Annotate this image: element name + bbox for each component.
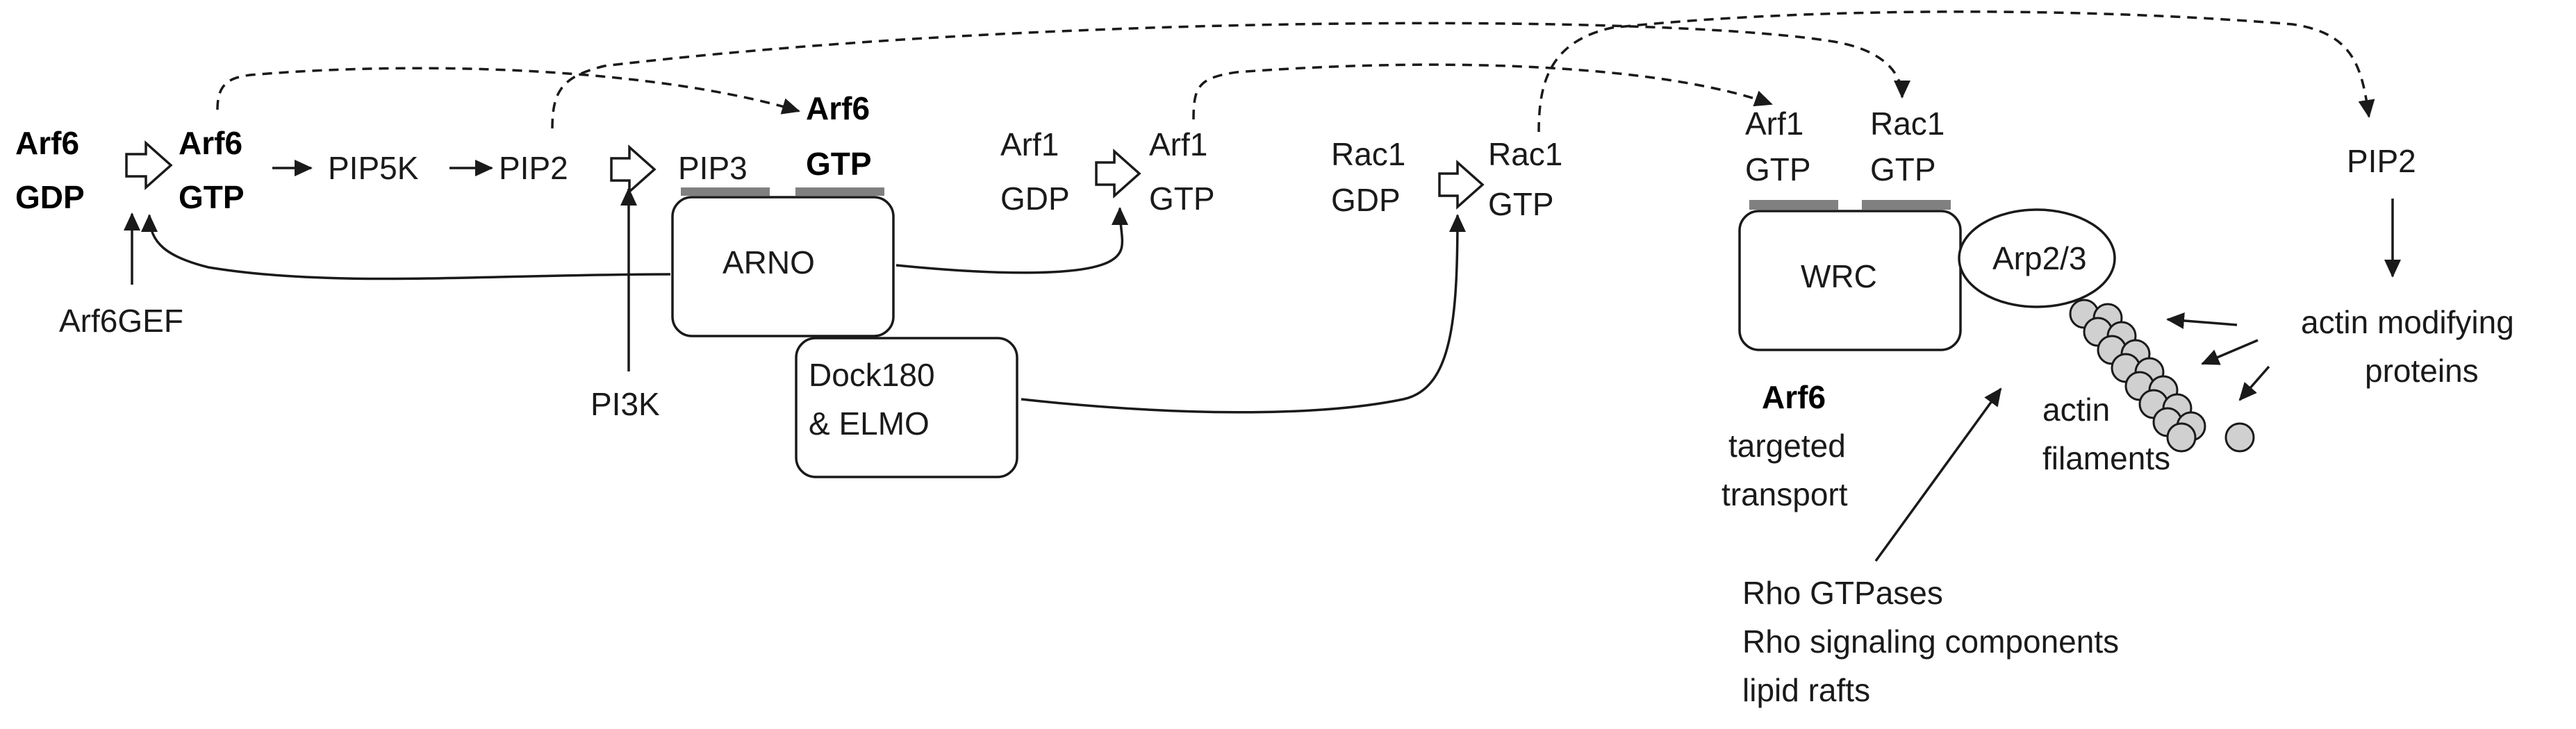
rho-line3: lipid rafts bbox=[1742, 672, 1870, 708]
arf1-gtp-name: Arf1 bbox=[1149, 126, 1207, 162]
dashed-arrow-arf1-to-arf1gtp-wrc bbox=[1192, 63, 1773, 120]
arf6gef-label: Arf6GEF bbox=[59, 303, 183, 339]
arf1-gtp-wrc-name: Arf1 bbox=[1745, 106, 1803, 142]
actin-filaments-line1: actin bbox=[2042, 392, 2110, 428]
arf6-gtp-name: Arf6 bbox=[179, 125, 242, 161]
arno-label: ARNO bbox=[723, 244, 815, 280]
arf6-gtp2-state: GTP bbox=[806, 146, 872, 182]
arrow-actin-mod-2 bbox=[2201, 339, 2259, 365]
arp23-ellipse bbox=[1958, 208, 2116, 308]
dock180-line1: Dock180 bbox=[809, 357, 935, 393]
rac1-gtp-wrc-state: GTP bbox=[1870, 151, 1936, 187]
membrane-bar-rac1 bbox=[1862, 200, 1951, 210]
arf1-gtp-wrc-state: GTP bbox=[1745, 151, 1811, 187]
dock180-line2: & ELMO bbox=[809, 405, 930, 442]
rac1-gtp-name: Rac1 bbox=[1488, 136, 1562, 172]
dashed-arrow-pip2-to-rac1gtp-wrc bbox=[551, 22, 1910, 129]
pip2-right-label: PIP2 bbox=[2347, 143, 2416, 179]
arrow-rho-to-actin bbox=[1874, 387, 2002, 562]
actin-bead bbox=[2166, 422, 2197, 453]
membrane-bar-pip3 bbox=[681, 187, 770, 196]
rho-line2: Rho signaling components bbox=[1742, 623, 2119, 660]
arf6-gdp-name: Arf6 bbox=[15, 125, 79, 161]
pip3-label: PIP3 bbox=[678, 150, 748, 186]
arf6-transport-name: Arf6 bbox=[1762, 379, 1826, 415]
arf1-gdp-name: Arf1 bbox=[1000, 126, 1059, 162]
pip2-left-label: PIP2 bbox=[499, 150, 568, 186]
arrow-actin-mod-3 bbox=[2238, 365, 2270, 401]
arf1-gdp-state: GDP bbox=[1000, 181, 1070, 217]
rac1-gtp-wrc-name: Rac1 bbox=[1870, 106, 1945, 142]
wrc-box bbox=[1738, 210, 1962, 351]
arf1-gtp-state: GTP bbox=[1149, 181, 1215, 217]
arf6-gtp-state: GTP bbox=[179, 179, 245, 215]
rac1-gtp-state: GTP bbox=[1488, 186, 1554, 222]
arf6-transport-line1: targeted bbox=[1728, 428, 1846, 464]
arrow-actin-mod-1 bbox=[2166, 312, 2238, 329]
conversion-arrow-arf6 bbox=[125, 140, 173, 190]
arno-box bbox=[671, 196, 895, 337]
pip5k-label: PIP5K bbox=[328, 150, 419, 186]
rho-line1: Rho GTPases bbox=[1742, 575, 1943, 611]
arf6-gtp2-name: Arf6 bbox=[806, 90, 870, 126]
wrc-label: WRC bbox=[1801, 258, 1877, 294]
dashed-arrow-arf6-to-arf6gtp bbox=[216, 67, 800, 115]
actin-bead bbox=[2224, 422, 2255, 453]
actin-filament-beads bbox=[2069, 299, 2255, 453]
arf6-gdp-state: GDP bbox=[15, 179, 85, 215]
dock180-box bbox=[795, 337, 1018, 478]
pi3k-label: PI3K bbox=[591, 386, 660, 422]
membrane-bar-arf6 bbox=[795, 187, 884, 196]
arp23-label: Arp2/3 bbox=[1992, 240, 2087, 276]
rac1-gdp-state: GDP bbox=[1331, 182, 1401, 218]
dashed-arrow-rac1-to-pip2-right bbox=[1537, 10, 2375, 133]
membrane-bar-arf1 bbox=[1749, 200, 1838, 210]
arf6-transport-line2: transport bbox=[1722, 476, 1848, 512]
actin-modifying-line1: actin modifying bbox=[2301, 304, 2514, 340]
arrow-arno-to-arf6-gtp bbox=[141, 214, 671, 280]
conversion-arrow-arf1 bbox=[1095, 149, 1141, 199]
actin-modifying-line2: proteins bbox=[2365, 353, 2479, 389]
conversion-arrow-pip bbox=[610, 144, 657, 194]
arrow-arno-to-arf1-gtp bbox=[895, 207, 1129, 274]
conversion-arrow-rac1 bbox=[1438, 160, 1485, 210]
rac1-gdp-name: Rac1 bbox=[1331, 136, 1405, 172]
actin-filaments-line2: filaments bbox=[2042, 440, 2170, 476]
arrow-dock180-to-rac1-gtp bbox=[1021, 214, 1466, 414]
